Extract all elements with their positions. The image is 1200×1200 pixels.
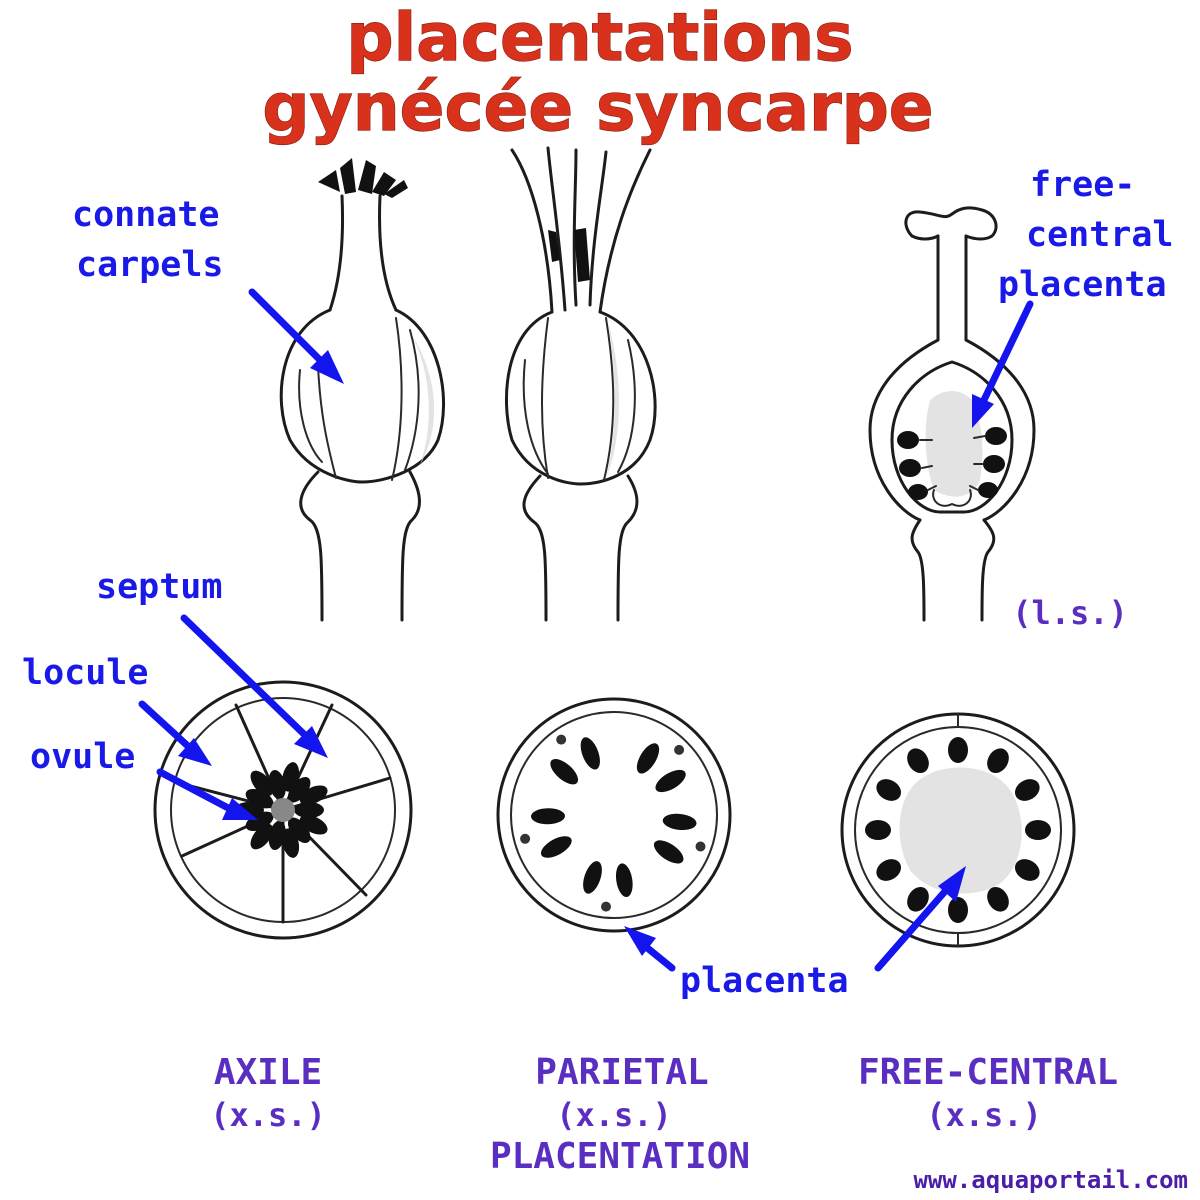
title-line-2: gynécée syncarpe [262, 69, 933, 146]
caption-free-central: FREE-CENTRAL [858, 1052, 1118, 1093]
annotation-arrows [138, 288, 1034, 972]
ovule-arrow [156, 768, 236, 814]
ovule [550, 759, 579, 785]
caption-placentation: PLACENTATION [490, 1136, 750, 1177]
connate-carpels-arrow [248, 288, 326, 366]
label-ls: (l.s.) [1012, 594, 1128, 632]
ovary-parietal-longitudinal-illustration [504, 146, 657, 622]
label-central: central [1026, 215, 1174, 255]
ovule [531, 808, 565, 825]
ovule [876, 779, 902, 801]
ovule [268, 820, 286, 851]
caption-parietal-xs: (x.s.) [556, 1096, 672, 1134]
ovule [876, 859, 902, 881]
label-locule: locule [22, 653, 148, 693]
free-central-cross-section-illustration [840, 712, 1076, 948]
ovule [287, 817, 311, 844]
ovule [907, 748, 929, 774]
title-line-1: placentations [346, 0, 853, 76]
ovule [580, 737, 600, 770]
ovary-connate-carpels-illustration [279, 158, 445, 622]
ovule [865, 820, 891, 840]
caption-parietal: PARIETAL [535, 1052, 708, 1093]
ovule [948, 897, 968, 923]
ovule [287, 776, 311, 803]
label-carpels: carpels [76, 245, 224, 285]
label-ovule: ovule [30, 737, 135, 777]
caption-axile: AXILE [214, 1052, 322, 1093]
free-central-ovules [865, 737, 1051, 923]
parietal-placenta [601, 901, 611, 912]
parietal-cross-section-illustration [496, 697, 732, 933]
parietal-placenta [695, 841, 706, 852]
ovule [294, 802, 324, 818]
ovule [1014, 779, 1040, 801]
ovule [583, 861, 602, 894]
ovule [250, 823, 274, 850]
caption-free-central-xs: (x.s.) [926, 1096, 1042, 1134]
ovule [268, 769, 286, 800]
free-central-placenta-arrow [980, 300, 1034, 404]
parietal-ovules [520, 734, 706, 912]
label-septum: septum [96, 567, 222, 607]
label-placenta-ls: placenta [998, 265, 1167, 305]
parietal-placenta [674, 744, 685, 755]
ovule [282, 828, 300, 858]
ovule [636, 743, 660, 774]
caption-axile-xs: (x.s.) [210, 1096, 326, 1134]
septum-arrow [180, 614, 312, 742]
ovule [299, 785, 328, 805]
axile-cross-section-illustration [153, 680, 413, 940]
label-free: free- [1030, 165, 1135, 205]
label-connate: connate [72, 195, 220, 235]
ovary-free-central-longitudinal-illustration [868, 206, 1036, 622]
ovule [653, 840, 684, 864]
label-placenta: placenta [680, 961, 849, 1001]
parietal-placenta [520, 833, 531, 844]
placenta-free-central-arrow [874, 884, 952, 972]
locule-arrow [138, 700, 194, 752]
axile-placenta-core [271, 798, 295, 822]
parietal-placenta [556, 734, 567, 745]
ovule [655, 769, 686, 793]
ovule [615, 863, 633, 898]
ovule [1014, 859, 1040, 881]
ovule [540, 836, 572, 858]
ovule [1025, 820, 1051, 840]
ovule [987, 886, 1009, 912]
ovule [987, 748, 1009, 774]
ovule [907, 886, 929, 912]
ovule [948, 737, 968, 763]
watermark-site: www.aquaportail.com [913, 1166, 1188, 1194]
ovule [662, 813, 697, 831]
ovule [250, 770, 274, 797]
